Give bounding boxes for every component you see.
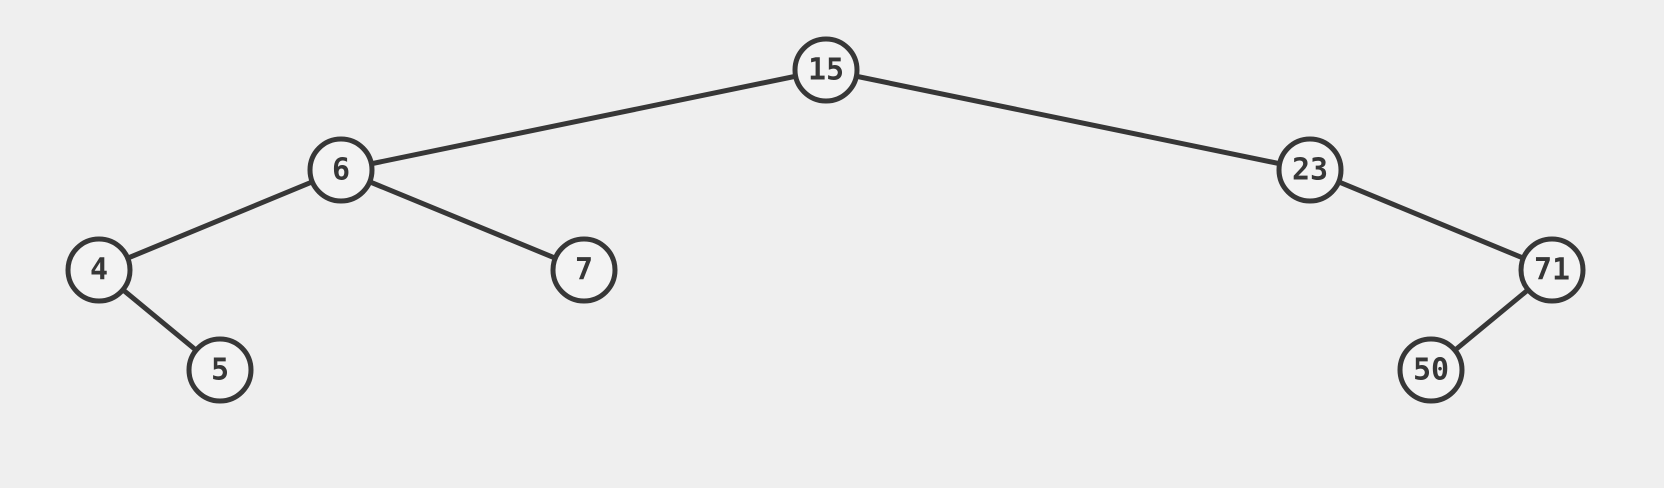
node-circle bbox=[186, 336, 254, 404]
node-label: 5 bbox=[211, 353, 229, 388]
tree-node-4: 4 bbox=[65, 236, 133, 304]
tree-node-23: 23 bbox=[1276, 136, 1344, 204]
node-circle bbox=[307, 136, 375, 204]
node-circle bbox=[550, 236, 618, 304]
node-circle bbox=[792, 36, 860, 104]
node-label: 71 bbox=[1534, 253, 1570, 288]
tree-node-7: 7 bbox=[550, 236, 618, 304]
node-label: 23 bbox=[1292, 153, 1328, 188]
node-circle bbox=[1518, 236, 1586, 304]
tree-node-15: 15 bbox=[792, 36, 860, 104]
tree-node-6: 6 bbox=[307, 136, 375, 204]
tree-nodes: 15 6 23 4 7 71 5 50 bbox=[65, 36, 1586, 404]
tree-node-50: 50 bbox=[1397, 336, 1465, 404]
edge-6-4 bbox=[96, 167, 344, 273]
node-circle bbox=[1276, 136, 1344, 204]
tree-node-5: 5 bbox=[186, 336, 254, 404]
edge-23-71 bbox=[1307, 167, 1555, 273]
edge-6-7 bbox=[338, 167, 587, 273]
node-label: 7 bbox=[575, 253, 593, 288]
edge-15-23 bbox=[823, 67, 1313, 173]
tree-node-71: 71 bbox=[1518, 236, 1586, 304]
node-label: 15 bbox=[808, 53, 844, 88]
node-circle bbox=[1397, 336, 1465, 404]
node-label: 6 bbox=[332, 153, 350, 188]
node-label: 4 bbox=[90, 253, 108, 288]
tree-edges bbox=[96, 67, 1555, 373]
node-circle bbox=[65, 236, 133, 304]
node-label: 50 bbox=[1413, 353, 1449, 388]
edge-15-6 bbox=[338, 67, 829, 173]
